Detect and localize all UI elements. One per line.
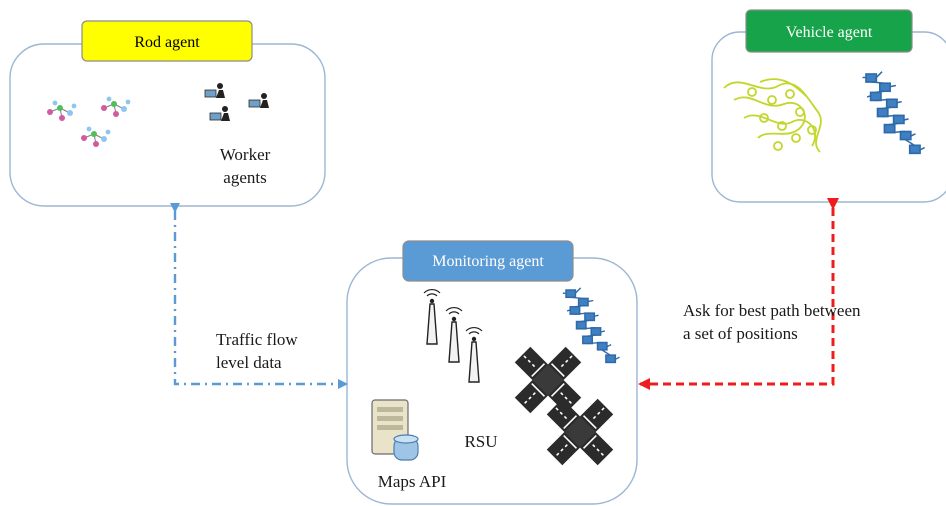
server-icon [371, 399, 419, 461]
monitoring-agent-box [346, 257, 638, 505]
rod-agent-tab[interactable]: Rod agent [81, 20, 253, 62]
traffic-flow-arrow [170, 203, 348, 389]
vehicle-agent-label: Vehicle agent [786, 24, 873, 41]
traffic-flow-label-line1: Traffic flow [216, 330, 298, 349]
rod-agent-label: Rod agent [134, 34, 200, 51]
monitoring-agent-label: Monitoring agent [432, 253, 544, 270]
best-path-label-line1: Ask for best path between [683, 301, 861, 320]
best-path-arrow [638, 198, 839, 390]
rod-agent-box [9, 43, 326, 207]
maps-api-label: Maps API [378, 472, 447, 491]
worker-agents-label-line2: agents [223, 168, 266, 187]
rsu-label: RSU [464, 432, 497, 451]
vehicle-agent-tab[interactable]: Vehicle agent [745, 9, 913, 53]
monitoring-agent-tab[interactable]: Monitoring agent [402, 240, 574, 282]
worker-agents-label-line1: Worker [220, 145, 271, 164]
best-path-label-line2: a set of positions [683, 324, 798, 343]
traffic-flow-label-line2: level data [216, 353, 282, 372]
tangled-graph-icon [723, 78, 822, 153]
